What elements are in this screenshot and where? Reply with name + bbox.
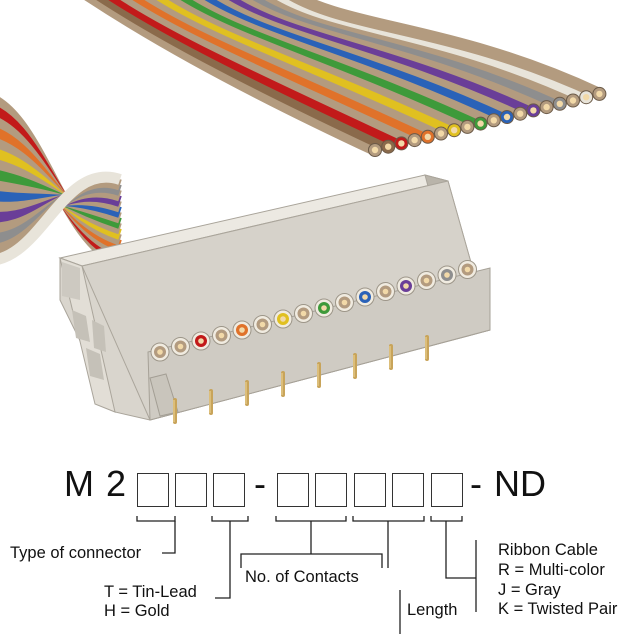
rear-wire-conductor xyxy=(503,113,511,121)
rear-wire-conductor xyxy=(451,127,458,134)
socket-conductor xyxy=(300,310,307,317)
rear-wire-conductor xyxy=(490,117,497,124)
rear-wire-conductor xyxy=(464,123,471,131)
socket-conductor xyxy=(321,305,327,311)
socket-conductor xyxy=(423,277,430,284)
ribbon-k-label: K = Twisted Pair xyxy=(498,600,618,618)
rear-wire-conductor xyxy=(437,130,445,137)
rear-wire xyxy=(156,0,461,137)
rear-wire xyxy=(132,0,434,143)
part-prefix-m: M xyxy=(64,463,94,504)
socket-conductor xyxy=(198,338,204,344)
socket-conductor xyxy=(239,327,245,333)
rear-cable-fan xyxy=(84,0,606,156)
length-box-1 xyxy=(354,473,386,507)
plating-leader xyxy=(215,521,231,599)
rear-wire xyxy=(108,0,408,150)
rear-wire-conductor xyxy=(477,120,484,127)
rear-wire-conductor xyxy=(530,107,537,114)
socket-conductor xyxy=(341,299,348,306)
rear-wire-conductor xyxy=(596,90,603,98)
socket-conductor xyxy=(280,316,286,322)
connector-type-box-1 xyxy=(137,473,169,507)
rear-wire-conductor xyxy=(556,100,563,108)
contacts-label-bracket xyxy=(240,553,383,568)
contacts-box-2 xyxy=(315,473,347,507)
plating-gold-label: H = Gold xyxy=(104,602,170,620)
rear-wire-conductor xyxy=(583,94,590,101)
rear-wire-conductor xyxy=(411,136,418,144)
plating-tin-label: T = Tin-Lead xyxy=(104,583,197,601)
rear-wire xyxy=(120,0,421,147)
rear-wire-conductor xyxy=(569,97,577,104)
rear-wire-conductor xyxy=(385,143,392,150)
ribbon-cable-label: Ribbon Cable xyxy=(498,541,598,559)
socket-conductor xyxy=(218,332,225,339)
front-wire xyxy=(0,171,122,265)
socket-conductor xyxy=(157,349,163,355)
ribbon-leader xyxy=(445,521,476,579)
part-separator-1: - xyxy=(254,463,266,504)
socket-conductor xyxy=(444,272,450,278)
length-label: Length xyxy=(407,601,458,619)
ribbon-r-label: R = Multi-color xyxy=(498,561,605,579)
ribbon-box xyxy=(431,473,463,507)
contacts-box-1 xyxy=(277,473,309,507)
rear-wire-conductor xyxy=(517,110,524,117)
ribbon-j-label: J = Gray xyxy=(498,581,561,599)
rear-wire xyxy=(84,0,381,156)
part-separator-2: - xyxy=(470,463,482,504)
socket-conductor xyxy=(259,321,266,328)
wire-sockets xyxy=(150,260,477,362)
rear-wire xyxy=(144,0,447,140)
length-box-2 xyxy=(392,473,424,507)
rear-wire-conductor xyxy=(543,103,550,111)
callout-lines xyxy=(136,516,477,634)
socket-conductor xyxy=(362,294,368,300)
part-prefix-2: 2 xyxy=(106,463,127,504)
connector-type-leader xyxy=(162,521,176,554)
rear-wire-conductor xyxy=(371,146,379,154)
plating-box xyxy=(213,473,245,507)
connector-type-label: Type of connector xyxy=(10,544,142,562)
socket-conductor xyxy=(382,288,389,295)
contacts-label: No. of Contacts xyxy=(245,568,359,586)
rear-wire-conductor xyxy=(424,133,431,140)
part-suffix-nd: ND xyxy=(494,463,546,504)
rear-wire-ends xyxy=(368,86,607,157)
rear-wire-conductor xyxy=(398,140,405,147)
connector-type-bracket xyxy=(136,516,176,522)
socket-conductor xyxy=(177,343,184,350)
socket-conductor xyxy=(403,283,409,289)
rear-wire xyxy=(96,0,395,153)
connector-type-box-2 xyxy=(175,473,207,507)
gold-contact-pins xyxy=(173,335,429,424)
rear-wire xyxy=(288,0,606,100)
socket-conductor xyxy=(464,266,471,273)
dip-connector-housing xyxy=(58,174,491,421)
